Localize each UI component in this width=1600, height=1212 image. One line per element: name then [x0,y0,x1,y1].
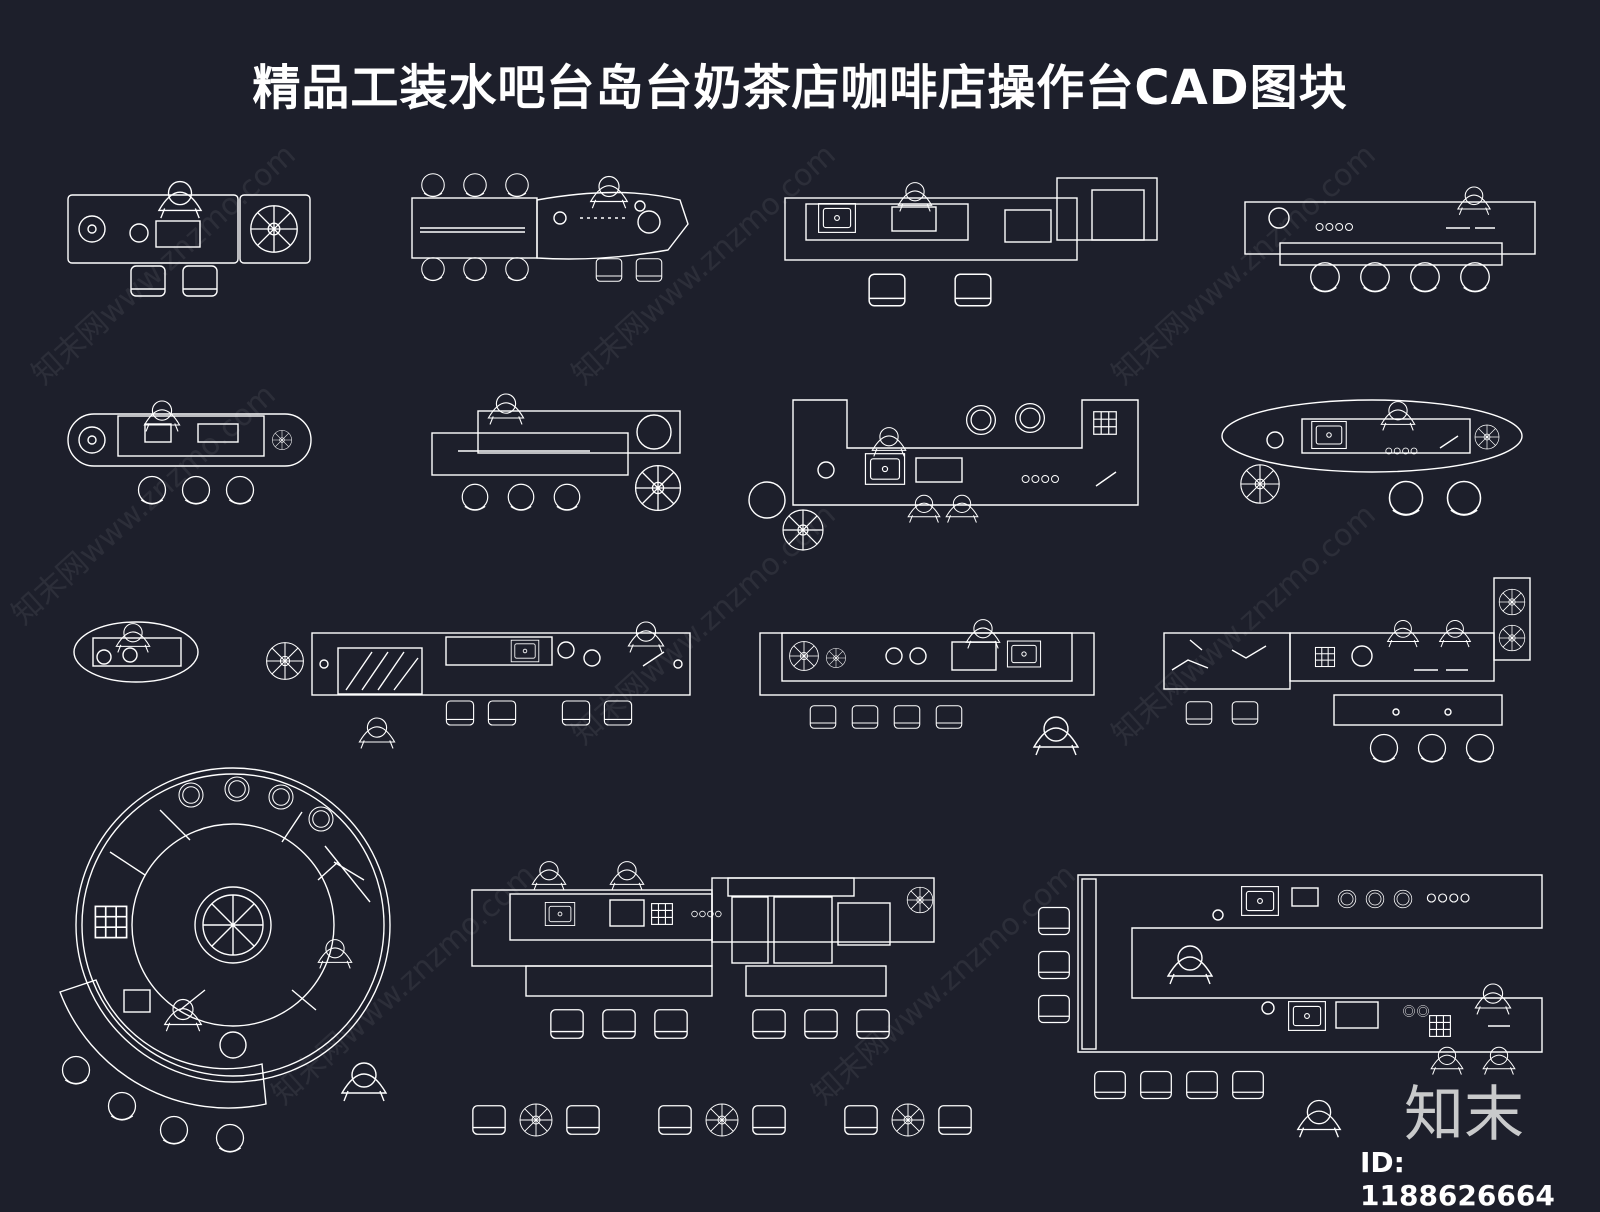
bar-counter-12 [1163,577,1531,763]
bar-counter-13-circular [59,767,391,1153]
id-label: ID: 1188626664 [1360,1146,1555,1212]
bar-counter-6 [431,393,682,512]
bar-counter-14 [471,861,972,1137]
bar-counter-2 [411,173,689,282]
bar-counter-7 [748,399,1139,551]
bar-counter-9 [73,621,199,683]
bar-counter-3 [784,177,1158,307]
bar-counter-5 [67,400,312,505]
bar-counter-15 [1038,874,1543,1139]
bar-counter-1 [67,180,311,297]
bar-counter-10 [266,621,691,749]
brand-logo: 知末 [1404,1080,1524,1150]
bar-counter-11 [759,619,1095,756]
bar-counter-8 [1221,399,1523,516]
page-title: 精品工装水吧台岛台奶茶店咖啡店操作台CAD图块 [252,60,1348,116]
bar-counter-4 [1244,186,1536,293]
